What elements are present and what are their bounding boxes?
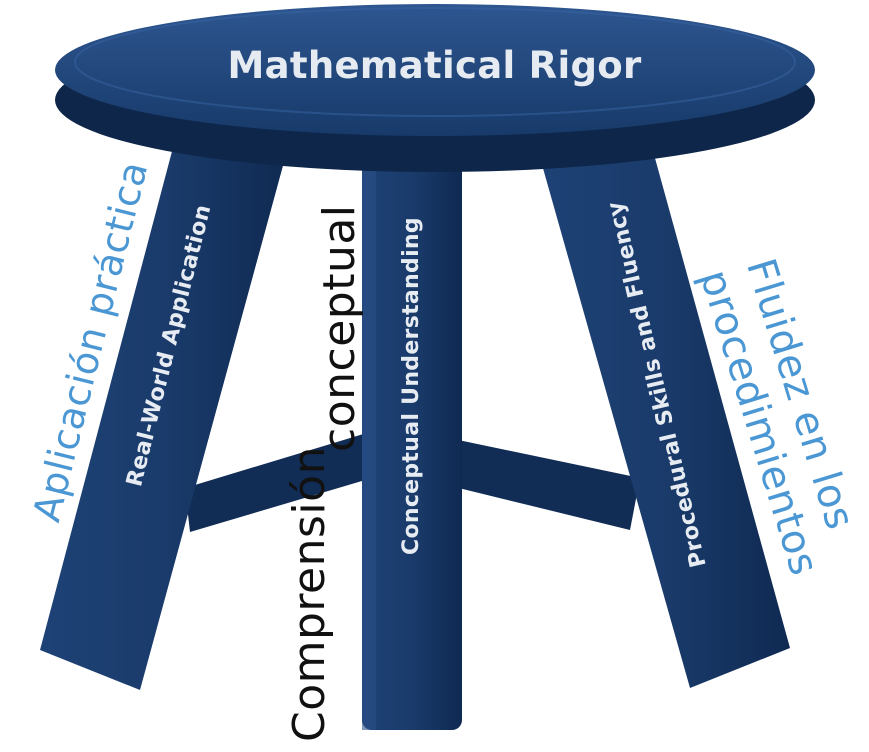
annotation-center-line1: Comprensión xyxy=(284,446,335,742)
left-rung xyxy=(185,432,372,532)
seat-top xyxy=(55,4,815,136)
annotation-center-line2: conceptual xyxy=(314,204,365,452)
right-rung xyxy=(418,432,640,530)
center-leg-label: Conceptual Understanding xyxy=(399,217,424,555)
right-leg xyxy=(535,140,790,688)
center-leg xyxy=(362,130,462,730)
left-leg xyxy=(40,140,290,690)
seat-title: Mathematical Rigor xyxy=(227,44,642,87)
